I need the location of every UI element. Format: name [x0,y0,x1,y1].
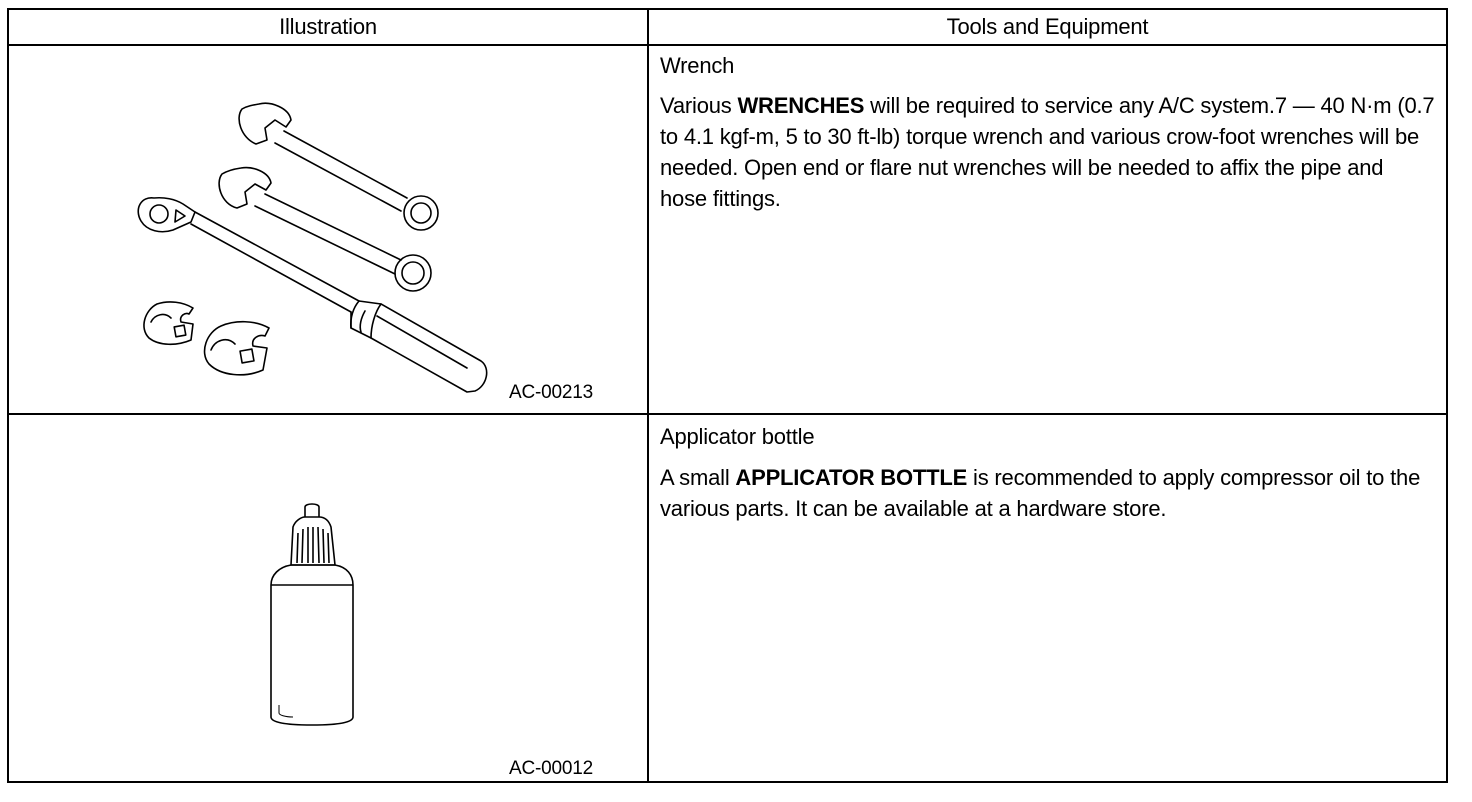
torque-wrench-icon [138,198,486,392]
tool-description: A small APPLICATOR BOTTLE is recommended… [660,465,1421,521]
tools-table: Illustration Tools and Equipment [7,8,1448,783]
tool-name: Wrench [660,53,735,78]
crowfoot-wrench-large-icon [205,322,269,375]
figure-code: AC-00213 [509,382,593,403]
applicator-bottle-icon [271,504,353,725]
header-cell-illustration: Illustration [9,10,647,44]
combination-wrench-middle-icon [219,168,431,291]
header-tools: Tools and Equipment [946,14,1149,39]
combination-wrench-top-icon [239,103,438,230]
table-row: AC-00012 Applicator bottle A small APPLI… [9,415,1446,781]
table-header-row: Illustration Tools and Equipment [9,10,1446,46]
bottle-illustration [9,415,647,781]
wrench-illustration [9,46,647,413]
tool-keyword: APPLICATOR BOTTLE [735,465,968,490]
figure-code: AC-00012 [509,758,593,779]
table-row: AC-00213 Wrench Various WRENCHES will be… [9,46,1446,415]
header-cell-tools: Tools and Equipment [649,10,1446,44]
tool-name: Applicator bottle [660,424,815,449]
tool-cell-wrench: Wrench Various WRENCHES will be required… [649,46,1446,413]
tool-cell-bottle: Applicator bottle A small APPLICATOR BOT… [649,415,1446,781]
illustration-cell-bottle: AC-00012 [9,415,647,781]
header-illustration: Illustration [279,14,377,39]
crowfoot-wrench-small-icon [144,302,193,344]
illustration-cell-wrench: AC-00213 [9,46,647,413]
tool-keyword: WRENCHES [737,93,865,118]
tool-description: Various WRENCHES will be required to ser… [660,93,1435,211]
